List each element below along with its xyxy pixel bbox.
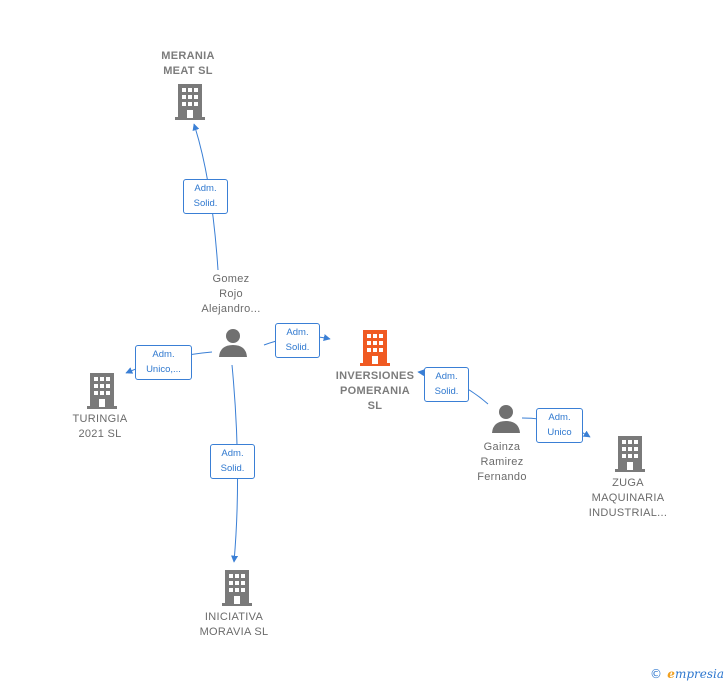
person-icon[interactable] (491, 404, 521, 434)
node-label-gainza[interactable]: Gainza Ramirez Fernando (477, 441, 527, 483)
node-label-turingia[interactable]: TURINGIA 2021 SL (72, 413, 128, 440)
building-icon[interactable] (222, 570, 252, 606)
brand-initial: e (667, 667, 675, 681)
edge-badge-gomez-inversiones[interactable]: Adm. Solid. (275, 323, 320, 358)
edge-badge-gomez-iniciativa[interactable]: Adm. Solid. (210, 444, 255, 479)
empresia-logo[interactable]: © empresia (650, 667, 724, 681)
copyright-symbol: © (649, 667, 662, 681)
edge-badge-gainza-zuga[interactable]: Adm. Unico (536, 408, 583, 443)
node-label-iniciativa[interactable]: INICIATIVA MORAVIA SL (199, 611, 269, 638)
node-label-inversiones[interactable]: INVERSIONES POMERANIA SL (335, 370, 415, 412)
node-label-gomez[interactable]: Gomez Rojo Alejandro... (201, 273, 261, 315)
edge-badge-gomez-merania[interactable]: Adm. Solid. (183, 179, 228, 214)
node-label-zuga[interactable]: ZUGA MAQUINARIA INDUSTRIAL... (588, 477, 668, 519)
edge-badge-gomez-turingia[interactable]: Adm. Unico,... (135, 345, 192, 380)
building-icon[interactable] (175, 84, 205, 120)
building-icon[interactable] (615, 436, 645, 472)
node-label-merania[interactable]: MERANIA MEAT SL (161, 50, 215, 77)
edge-badge-gainza-inversiones[interactable]: Adm. Solid. (424, 367, 469, 402)
brand-name: mpresia (674, 667, 724, 681)
person-icon[interactable] (218, 328, 248, 358)
focus-building-icon[interactable] (360, 330, 390, 366)
building-icon[interactable] (87, 373, 117, 409)
